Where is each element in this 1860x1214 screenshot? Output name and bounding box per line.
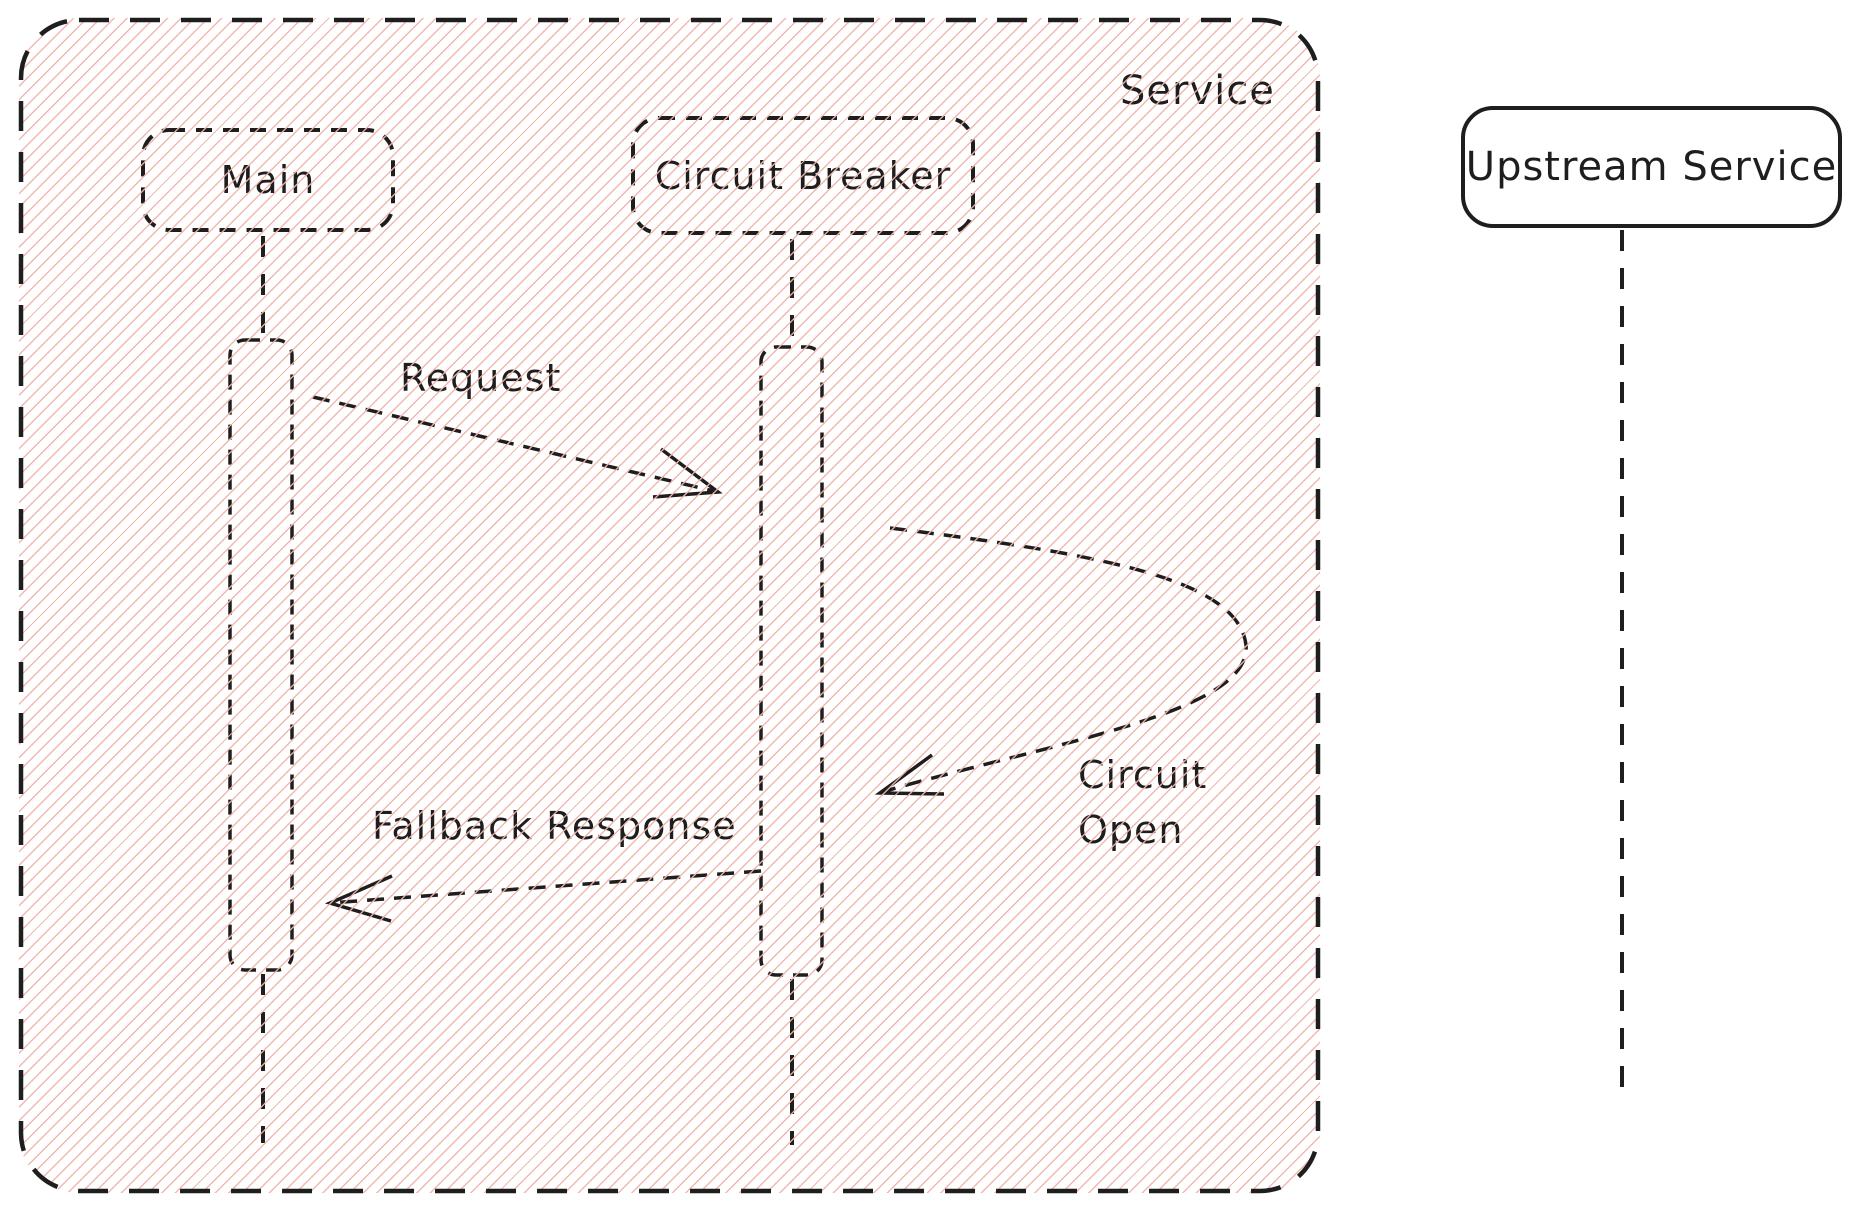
activation-bar-circuit-breaker [759,345,824,977]
arrow-request-line [312,395,719,494]
arrow-circuit-open-head [874,753,945,796]
frame-label-service: Service [1120,68,1275,114]
activation-bar-main [228,338,294,972]
message-label-fallback-response: Fallback Response [372,804,737,848]
actor-label-upstream-service: Upstream Service [1465,144,1838,190]
actor-label-main: Main [220,158,316,202]
actor-label-circuit-breaker: Circuit Breaker [654,153,952,198]
actor-box-upstream-service [1461,106,1842,228]
arrow-fallback-response-line [329,869,762,905]
message-label-circuit-open: Circuit Open [1078,753,1208,853]
message-label-request: Request [400,356,562,400]
